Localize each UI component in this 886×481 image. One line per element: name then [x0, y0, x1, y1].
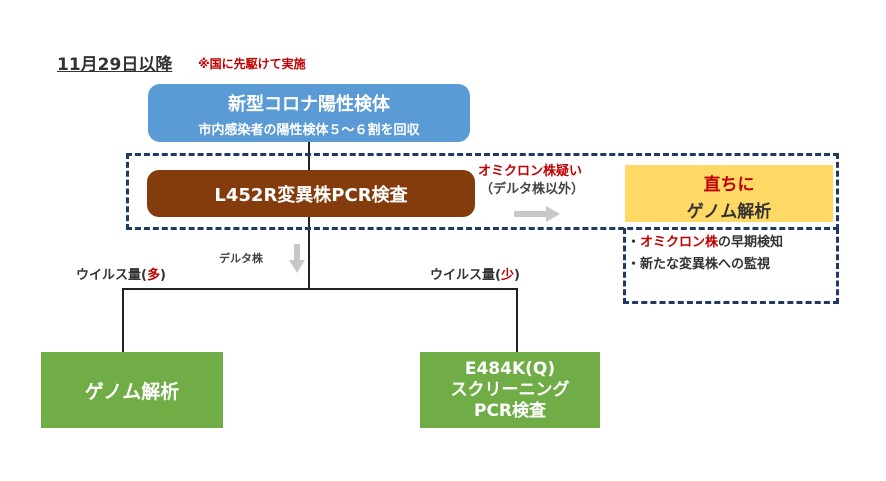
virus-load-amount: 多 [146, 268, 160, 283]
genome-analysis-box: ゲノム解析 [41, 352, 223, 428]
connector-horizontal [122, 288, 518, 290]
bullet-item: ・オミクロン株の早期検知 [627, 232, 783, 254]
connector-mid-vertical [308, 217, 310, 290]
e484k-line2: スクリーニング [450, 379, 570, 400]
e484k-line1: E484K(Q) [464, 358, 556, 379]
genome-analysis-label: ゲノム解析 [84, 380, 180, 403]
immediate-genome-box: 直ちに ゲノム解析 [625, 165, 833, 222]
e484k-screening-box: E484K(Q) スクリーニング PCR検査 [420, 352, 600, 428]
immediate-genome-line2: ゲノム解析 [686, 202, 772, 222]
virus-load-suffix: ) [159, 268, 166, 283]
positive-sample-title: 新型コロナ陽性検体 [228, 94, 390, 115]
bullet-dot: ・ [627, 257, 641, 272]
omicron-dashed-frame-extension [623, 228, 839, 304]
virus-load-high-label: ウイルス量(多) [76, 264, 166, 283]
virus-load-prefix: ウイルス量( [76, 268, 147, 283]
bullet-text: の早期検知 [718, 235, 784, 250]
connector-right-drop [516, 288, 518, 353]
omicron-dashed-frame [126, 153, 839, 230]
connector-left-drop [122, 288, 124, 353]
bullet-highlight: オミクロン株 [640, 235, 719, 250]
positive-sample-subtitle: 市内感染者の陽性検体５～６割を回収 [198, 123, 420, 138]
l452r-pcr-label: L452R変異株PCR検査 [214, 184, 408, 206]
delta-excluded-label: （デルタ株以外） [480, 182, 585, 197]
immediate-genome-line1: 直ちに [703, 175, 755, 195]
arrow-down-icon [289, 244, 305, 273]
virus-load-amount: 少 [500, 268, 514, 283]
omicron-suspect-label: オミクロン株疑い [478, 164, 583, 179]
virus-load-low-label: ウイルス量(少) [430, 264, 520, 283]
positive-sample-box: 新型コロナ陽性検体 市内感染者の陽性検体５～６割を回収 [148, 84, 470, 142]
connector-top-vertical [308, 142, 310, 170]
arrow-right-icon [514, 206, 560, 222]
virus-load-suffix: ) [513, 268, 520, 283]
bullet-dot: ・ [627, 235, 641, 250]
date-title: 11月29日以降 [57, 55, 173, 75]
virus-load-prefix: ウイルス量( [430, 268, 501, 283]
bullet-text: 新たな変異株への監視 [640, 257, 771, 272]
l452r-pcr-box: L452R変異株PCR検査 [147, 170, 475, 217]
bullet-item: ・新たな変異株への監視 [627, 254, 783, 276]
purpose-bullet-list: ・オミクロン株の早期検知 ・新たな変異株への監視 [627, 232, 783, 276]
e484k-line3: PCR検査 [473, 400, 547, 421]
delta-label: デルタ株 [219, 252, 263, 265]
header-note: ※国に先駆けて実施 [198, 57, 306, 71]
